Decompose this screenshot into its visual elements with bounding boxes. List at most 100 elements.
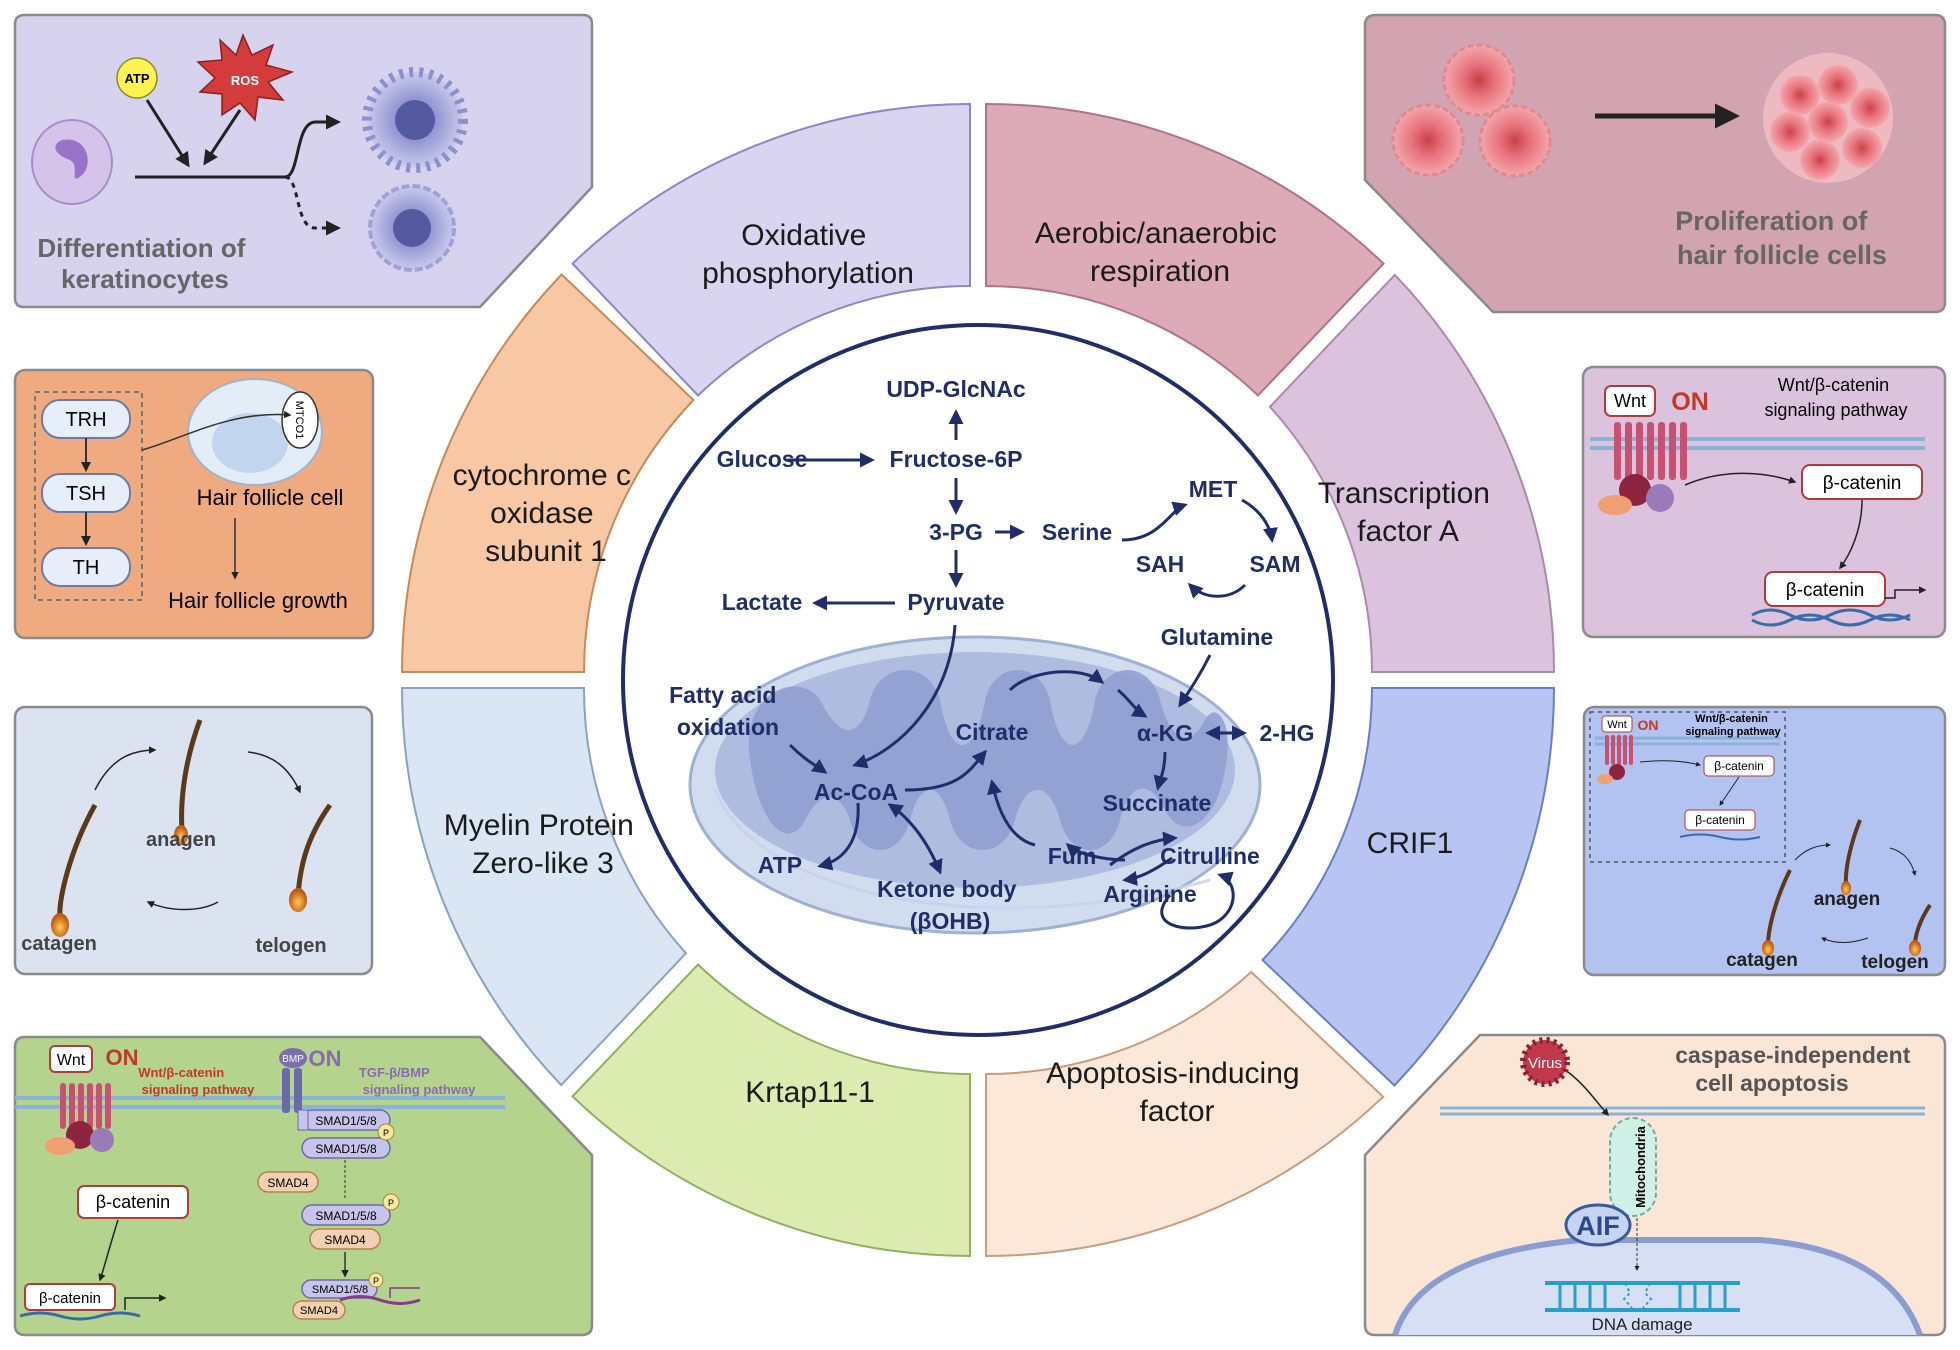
crif-wnt-label: Wnt (1607, 719, 1627, 731)
hair-follicle-anagen-icon (174, 719, 203, 845)
node-citrulline: Citrulline (1160, 843, 1260, 869)
ring-segment-crif1 (1261, 687, 1556, 1087)
beta-catenin-label-1: β-catenin (1823, 473, 1902, 494)
th-label: TH (73, 557, 100, 579)
node-ac-coa: Ac-CoA (814, 779, 898, 805)
label-cox1-line-3: subunit 1 (485, 535, 607, 568)
differentiated-cell-round-icon (368, 184, 456, 272)
label-aerobic-line-1: Aerobic/anaerobic (1035, 217, 1277, 250)
crif-pathway-title: Wnt/β-catenin signaling pathway (1685, 713, 1781, 738)
node-ketone-line-2: (βOHB) (910, 908, 990, 934)
node-citrate: Citrate (956, 719, 1029, 745)
crif-pathway-title-line-1: Wnt/β-catenin (1695, 713, 1768, 725)
virus-label: Virus (1528, 1055, 1562, 1072)
panel-wnt-pathway: Wnt ON Wnt/β-catenin signaling pathway β… (1581, 365, 1947, 639)
label-aif-line-2: factor (1139, 1095, 1214, 1128)
ring-segment-transcription-factor-a (1268, 273, 1556, 673)
crif-catagen-label: catagen (1726, 950, 1798, 971)
node-fatty-acid-line-2: oxidation (677, 714, 779, 740)
node-udp-glcnac: UDP-GlcNAc (886, 376, 1026, 402)
differentiated-cell-spiky-icon (362, 67, 468, 173)
node-sam: SAM (1249, 551, 1300, 577)
smad158-label-c: SMAD1/5/8 (315, 1209, 377, 1223)
ros-label: ROS (231, 73, 260, 88)
node-fatty-acid-line-1: Fatty acid (669, 682, 776, 708)
tgf-pathway-title: TGF-β/BMP signaling pathway (359, 1065, 476, 1097)
node-glutamine: Glutamine (1161, 624, 1273, 650)
crif-telogen-label: telogen (1861, 952, 1929, 973)
apoptosis-title-line-1: caspase-independent (1675, 1042, 1911, 1068)
node-fructose-6p: Fructose-6P (890, 446, 1023, 472)
hair-follicle-telogen-icon (289, 803, 333, 912)
krtap-on-label-1: ON (106, 1045, 139, 1070)
label-cox1-line-2: oxidase (490, 497, 593, 530)
catagen-label: catagen (21, 933, 97, 955)
wnt-pathway-title-line-1: Wnt/β-catenin (1778, 375, 1889, 395)
apoptosis-title: caspase-independent cell apoptosis (1675, 1042, 1917, 1096)
node-3pg: 3-PG (929, 519, 983, 545)
keratinocyte-title: Differentiation of keratinocytes (37, 233, 252, 294)
label-cox1-line-1: cytochrome c (453, 459, 631, 492)
label-aerobic-line-2: respiration (1090, 255, 1230, 288)
krtap-beta-catenin-box-2 (24, 1283, 116, 1311)
krtap-wnt-pathway-title: Wnt/β-catenin signaling pathway (138, 1065, 255, 1097)
label-tfa-line-2: factor A (1357, 515, 1459, 548)
keratinocyte-cell-icon (31, 119, 113, 205)
trh-label: TRH (65, 409, 106, 431)
node-arginine: Arginine (1103, 881, 1196, 907)
ring-segment-apoptosis-inducing-factor (985, 970, 1385, 1258)
label-aif-line-1: Apoptosis-inducing (1046, 1057, 1300, 1090)
label-krtap-line-1: Krtap11-1 (745, 1076, 875, 1109)
ring-segment-myelin-protein (400, 687, 688, 1087)
atp-badge: ATP (116, 57, 158, 99)
hair-follicle-cell-icon-1 (1442, 43, 1516, 117)
label-crif1-line-1: CRIF1 (1367, 827, 1454, 860)
mitochondria-label: Mitochondria (1633, 1125, 1648, 1207)
proliferation-title-line-2: hair follicle cells (1677, 240, 1887, 270)
smad4-pill-a (257, 1171, 319, 1193)
smad158-label-b: SMAD1/5/8 (315, 1142, 377, 1156)
smad4-label-a: SMAD4 (267, 1176, 309, 1190)
ring-segment-oxidative-phosphorylation (571, 102, 971, 397)
phospho-badge-c (368, 1272, 384, 1288)
node-atp: ATP (758, 852, 802, 878)
node-glucose: Glucose (717, 446, 808, 472)
label-aif: Apoptosis-inducing factor (1046, 1057, 1308, 1128)
proliferation-title-line-1: Proliferation of (1675, 206, 1868, 236)
krtap-wnt-box (49, 1045, 93, 1073)
label-aerobic: Aerobic/anaerobic respiration (1035, 217, 1285, 288)
node-fum: Fum (1048, 843, 1097, 869)
node-pyruvate: Pyruvate (907, 589, 1004, 615)
crif-on-label: ON (1638, 717, 1659, 733)
node-sah: SAH (1136, 551, 1185, 577)
label-myelin-line-1: Myelin Protein (444, 809, 634, 842)
panel-hair-cycle: anagen catagen telogen (13, 705, 374, 976)
krtap-beta-catenin-box-1 (77, 1185, 189, 1219)
label-cox1: cytochrome c oxidase subunit 1 (453, 459, 640, 568)
ring-segment-krtap11-1 (571, 963, 971, 1258)
crif-hair-follicle-catagen-icon (1762, 869, 1792, 956)
hair-follicle-cell-icon-3 (1478, 104, 1552, 178)
virus-icon: Virus (1520, 1037, 1570, 1087)
node-met: MET (1189, 476, 1238, 502)
panel-hormone-axis: TRH TSH TH MTCO1 Hair follicle cell Hair… (13, 368, 375, 640)
node-ketone-line-1: Ketone body (877, 876, 1016, 902)
wnt-on-label: ON (1671, 388, 1709, 416)
wnt-ligand-box (1604, 385, 1656, 417)
phospho-label-a: P (383, 1128, 389, 1138)
beta-catenin-label-2: β-catenin (1786, 580, 1865, 601)
krtap-wnt-pathway-line-1: Wnt/β-catenin (138, 1065, 224, 1080)
smad4-pill-c (292, 1300, 346, 1320)
ring-segment-cytochrome-c-oxidase (400, 273, 695, 673)
tsh-label: TSH (66, 483, 106, 505)
node-succinate: Succinate (1103, 790, 1212, 816)
node-ketone-body: Ketone body (βOHB) (877, 876, 1023, 934)
mtco1-label: MTCO1 (293, 401, 305, 440)
crif-hair-follicle-anagen-icon (1841, 819, 1862, 895)
smad158-pill-b (301, 1137, 391, 1159)
ros-burst-icon: ROS (196, 32, 295, 122)
beta-catenin-box-2 (1764, 571, 1886, 607)
proliferated-cell-cluster-icon (1763, 53, 1893, 183)
krtap-wnt-pathway-line-2: signaling pathway (142, 1082, 255, 1097)
smad158-label-a: SMAD1/5/8 (315, 1114, 377, 1128)
